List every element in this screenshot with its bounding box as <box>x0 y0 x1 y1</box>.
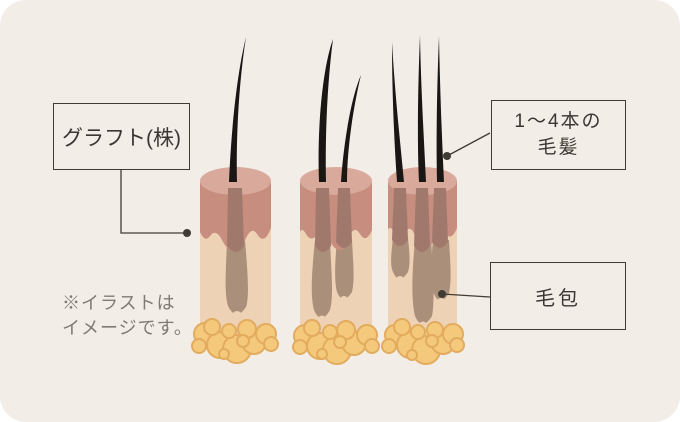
hair-strand <box>417 35 426 182</box>
fat-cells <box>191 318 279 364</box>
note-line1: ※イラストは <box>62 293 176 313</box>
follicle-shape <box>335 240 354 299</box>
follicle-notch <box>317 315 327 325</box>
fat-cells <box>292 319 380 365</box>
follicle-in-dermis <box>336 188 352 248</box>
hair-strand <box>436 36 444 182</box>
follicle-leader-line <box>441 293 491 298</box>
hair-strand <box>341 75 361 182</box>
fat-cells <box>381 318 465 365</box>
follicle-label: 毛包 <box>535 287 581 310</box>
graft-2 <box>292 39 380 365</box>
graft-leader-dot <box>183 229 191 237</box>
graft-label: グラフト(株) <box>62 126 181 150</box>
hairs-leader-dot <box>443 152 451 160</box>
follicle-notch <box>396 276 404 284</box>
follicle-notch <box>340 296 348 304</box>
follicle-shape <box>391 238 410 279</box>
graft-3 <box>381 35 465 365</box>
follicle-in-dermis <box>315 188 331 252</box>
note-line2: イメージです。 <box>62 318 193 338</box>
follicle-shape <box>431 240 451 301</box>
disclaimer-note: ※イラストは イメージです。 <box>62 291 193 341</box>
follicle-shape <box>225 240 248 315</box>
follicle-leader-dot <box>438 290 446 298</box>
graft-1 <box>191 37 279 364</box>
hair-strand <box>392 42 404 182</box>
hairs-leader-line <box>446 132 491 157</box>
leader-lines <box>120 132 491 298</box>
follicle-notch <box>232 311 242 321</box>
hairs-label-line1: 1〜4本の <box>514 111 603 132</box>
follicle-label-box: 毛包 <box>490 262 626 330</box>
follicle-notch <box>437 298 445 306</box>
follicle-in-dermis <box>414 188 430 252</box>
hairs-label-box: 1〜4本の 毛髪 <box>491 100 626 170</box>
graft-leader-line <box>120 170 184 234</box>
follicle-in-dermis <box>392 188 408 246</box>
follicle-in-dermis <box>432 188 448 248</box>
hair-strand <box>318 39 333 182</box>
hair-strand <box>229 37 246 182</box>
follicle-shape <box>311 240 333 318</box>
follicle-shape <box>412 240 434 324</box>
skin-surface <box>300 167 372 195</box>
graft-label-box: グラフト(株) <box>53 103 190 170</box>
hairs-label-line2: 毛髪 <box>537 137 580 158</box>
follicle-in-dermis <box>227 188 244 252</box>
